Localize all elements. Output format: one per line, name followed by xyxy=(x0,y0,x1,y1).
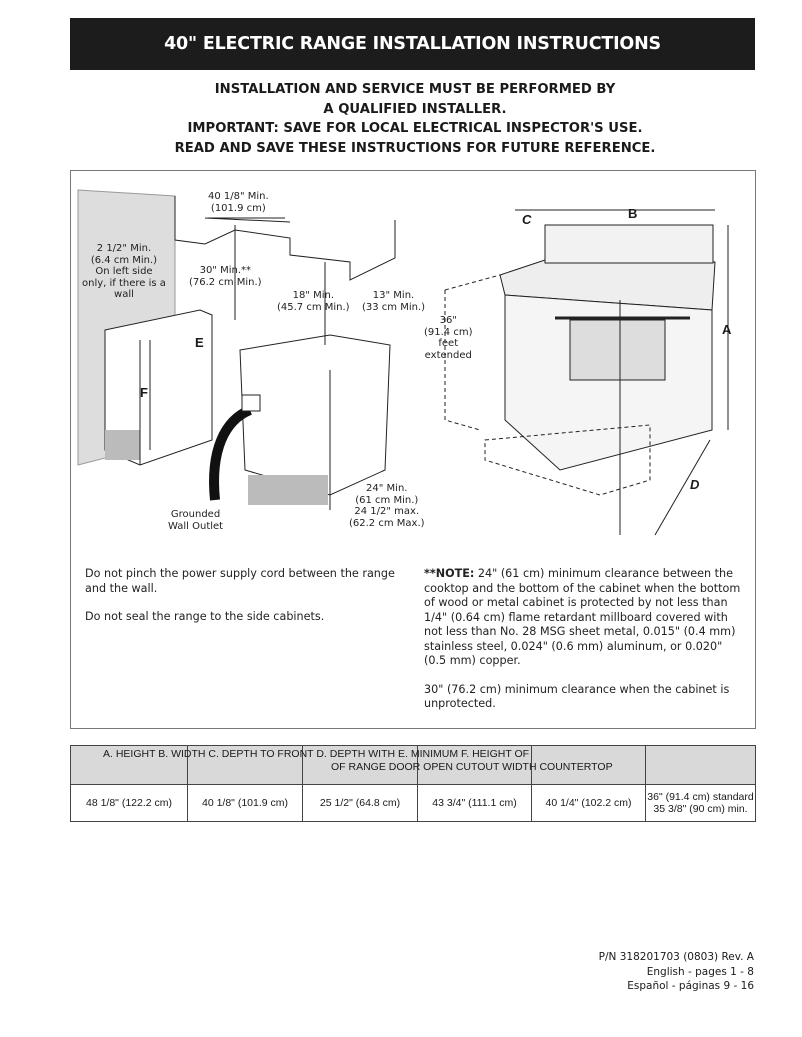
note-seal: Do not seal the range to the side cabine… xyxy=(85,610,325,623)
cell-depth-door: 43 3/4" (111.1 cm) xyxy=(417,784,532,822)
dimension-line xyxy=(654,439,711,536)
oven-window xyxy=(569,319,666,381)
spanish-pages: Español - páginas 9 - 16 xyxy=(627,980,754,992)
width-min-label: 40 1/8" Min.(101.9 cm) xyxy=(208,191,269,214)
upper-depth-label: 13" Min.(33 cm Min.) xyxy=(362,290,426,313)
dimension-line xyxy=(204,217,291,223)
notes-left: Do not pinch the power supply cord betwe… xyxy=(85,567,400,625)
page-title: 40" ELECTRIC RANGE INSTALLATION INSTRUCT… xyxy=(70,18,755,70)
range-cooktop xyxy=(499,259,716,311)
left-cabinet-toekick xyxy=(105,430,140,460)
part-number: P/N 318201703 (0803) Rev. A xyxy=(598,951,754,963)
counter-depth-label: 24" Min.(61 cm Min.)24 1/2" max.(62.2 cm… xyxy=(349,483,425,529)
table-row: 48 1/8" (122.2 cm) 40 1/8" (101.9 cm) 25… xyxy=(70,784,756,822)
cell-depth-front: 25 1/2" (64.8 cm) xyxy=(302,784,418,822)
warning-line: IMPORTANT: SAVE FOR LOCAL ELECTRICAL INS… xyxy=(187,121,643,136)
cell-cutout: 40 1/4" (102.2 cm) xyxy=(531,784,646,822)
cell-width: 40 1/8" (101.9 cm) xyxy=(187,784,303,822)
warning-block: INSTALLATION AND SERVICE MUST BE PERFORM… xyxy=(70,80,760,158)
right-cabinet xyxy=(239,334,391,496)
cell-height: 48 1/8" (122.2 cm) xyxy=(70,784,188,822)
warning-line: A QUALIFIED INSTALLER. xyxy=(323,101,507,117)
note-text: 24" (61 cm) minimum clearance between th… xyxy=(424,567,741,667)
upper-cabinet xyxy=(174,196,396,281)
cutout-outline xyxy=(444,290,481,431)
open-door-outline xyxy=(484,424,651,496)
wall-outlet xyxy=(241,394,261,412)
letter-e: E xyxy=(195,335,204,350)
letter-f: F xyxy=(140,385,148,400)
warning-line: READ AND SAVE THESE INSTRUCTIONS FOR FUT… xyxy=(174,140,656,156)
note-text-unprotected: 30" (76.2 cm) minimum clearance when the… xyxy=(424,682,730,711)
range-backguard xyxy=(544,224,714,264)
cutout-outline xyxy=(444,274,501,291)
height-min-label: 30" Min.**(76.2 cm Min.) xyxy=(189,265,262,288)
dimensions-table: 48 1/8" (122.2 cm) 40 1/8" (101.9 cm) 25… xyxy=(70,745,756,822)
english-pages: English - pages 1 - 8 xyxy=(646,965,754,978)
table-header-row xyxy=(70,745,756,785)
warning-line: INSTALLATION AND SERVICE MUST BE PERFORM… xyxy=(214,82,616,97)
installation-diagram xyxy=(77,189,729,536)
note-power-cord: Do not pinch the power supply cord betwe… xyxy=(85,567,395,595)
cabinet-depth-label: 18" Min.(45.7 cm Min.) xyxy=(277,290,350,313)
letter-c: C xyxy=(522,212,532,227)
outlet-arrow xyxy=(209,405,253,501)
letter-a: A xyxy=(722,322,732,337)
letter-d: D xyxy=(690,477,700,492)
note-prefix: **NOTE: xyxy=(424,567,475,580)
letter-b: B xyxy=(628,206,638,221)
note-right: **NOTE: 24" (61 cm) minimum clearance be… xyxy=(424,567,746,712)
installation-diagram-box xyxy=(70,170,756,729)
footer: P/N 318201703 (0803) Rev. A English - pa… xyxy=(599,950,754,994)
right-cabinet-toekick xyxy=(248,475,328,505)
